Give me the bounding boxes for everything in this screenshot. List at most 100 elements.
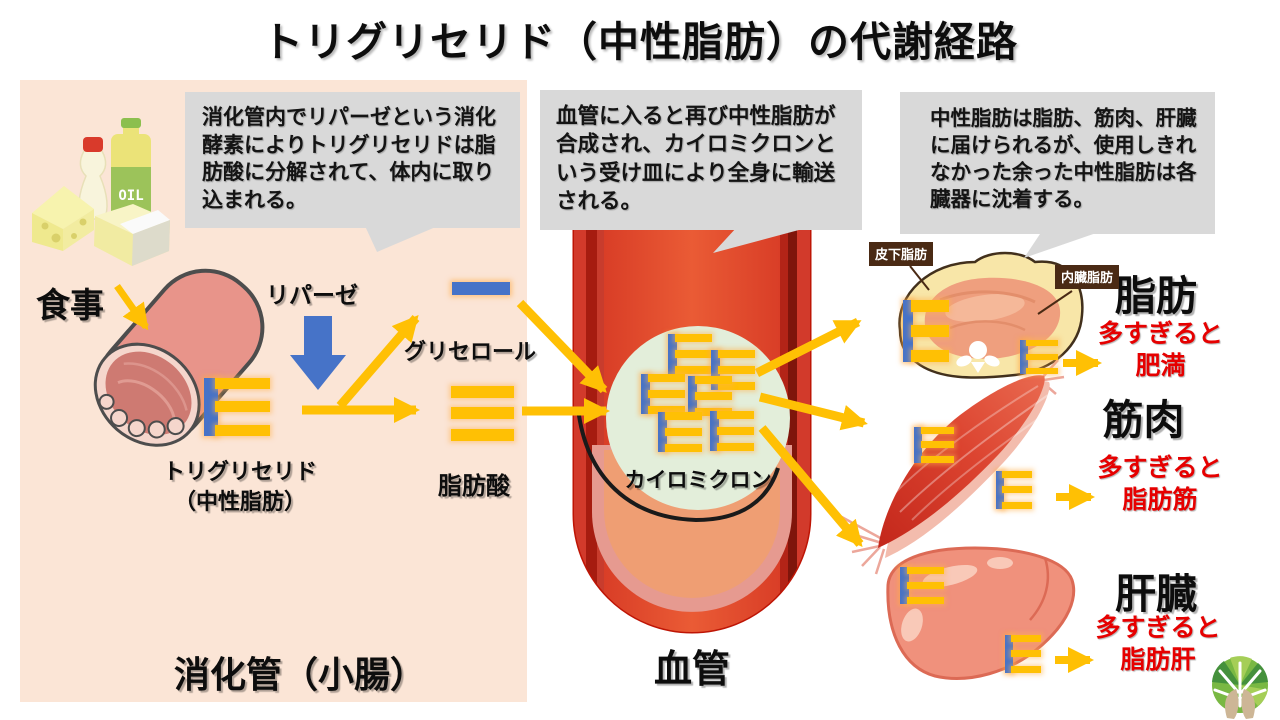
triglyceride-to-glycerol-arrow <box>336 314 420 409</box>
fatty-acid-bar <box>717 411 754 419</box>
glycerol-bar <box>641 374 651 414</box>
intestine-illustration <box>93 268 265 447</box>
fatty-acid-bar <box>648 406 685 414</box>
cheese-icon <box>32 186 94 251</box>
fatty-acid-bar <box>1011 650 1041 658</box>
muscle-excess-text: 多すぎると 脂肪筋 <box>1090 452 1230 516</box>
fatty-acid-bar <box>920 456 954 463</box>
callout-organs-tail <box>1024 231 1102 258</box>
spine-icon <box>956 341 1000 373</box>
triglyceride-label-line2: （中性脂肪） <box>173 489 306 515</box>
triglyceride-icon <box>688 376 732 416</box>
fatty-acid-bar <box>910 324 949 337</box>
butter-icon <box>94 204 170 266</box>
flow-arrows <box>114 283 1102 673</box>
glycerol-bar <box>658 412 668 452</box>
chylomicron-to-muscle-arrow <box>758 392 868 431</box>
fatty-acid-bar <box>1002 471 1032 479</box>
glycerol-bar <box>900 567 910 604</box>
chylomicron-label: カイロミクロン <box>624 468 772 492</box>
glycerol-bar <box>996 471 1004 509</box>
fatty-acid-bar <box>648 374 685 382</box>
triglyceride-icon <box>900 567 944 604</box>
fatty-acid-bar <box>665 428 702 436</box>
glycerol-label: グリセロール <box>404 340 537 365</box>
triglyceride-icon <box>668 334 712 374</box>
fat-excess-text: 多すぎると 肥満 <box>1093 318 1228 382</box>
callout-vessel: 血管に入ると再び中性脂肪が合成され、カイロミクロンという受け皿により全身に輸送さ… <box>540 90 862 230</box>
fatty-acid-bar <box>1026 367 1058 374</box>
fatty-acid-bar <box>1011 665 1041 673</box>
glycerol-to-vessel-arrow <box>516 299 608 394</box>
fatty-acid-bar <box>451 386 514 398</box>
chylomicron-to-fat-arrow <box>754 317 862 378</box>
fatty-acid-bar <box>1026 340 1058 347</box>
chylomicron-to-liver-arrow <box>758 425 864 548</box>
mayonnaise-bottle-icon <box>78 137 108 220</box>
triglyceride-icon <box>204 378 270 436</box>
fatty-acid-bar <box>920 441 954 449</box>
callout-digestion-tail <box>365 226 438 252</box>
triglyceride-label-line1: トリグリセリド <box>162 460 317 485</box>
fatty-acid-bar <box>451 407 514 419</box>
fatty-acid-icon <box>451 386 514 441</box>
fatty-acid-bar <box>920 427 954 434</box>
triglyceride-icon <box>914 427 954 463</box>
glycerol-bar <box>903 300 913 362</box>
fatty-acid-bar <box>695 376 732 384</box>
triglyceride-icon <box>903 300 949 362</box>
fatty-acid-bar <box>215 378 270 390</box>
fat-excess-line2: 肥満 <box>1135 351 1186 380</box>
glycerol-bar <box>914 427 923 463</box>
visceral-fat-badge: 内臓脂肪 <box>1055 265 1120 289</box>
page-title: トリグリセリド（中性脂肪）の代謝経路 <box>262 18 1018 66</box>
fatty-acid-bar <box>910 300 949 312</box>
tree-logo-icon <box>1212 656 1268 719</box>
saucer-arc <box>576 407 780 523</box>
meal-label: 食事 <box>36 286 104 326</box>
meal-arrow <box>114 283 149 331</box>
glycerol-bar <box>688 376 698 416</box>
fatty-acid-bar <box>910 350 949 362</box>
fatty-acid-bar <box>695 392 732 400</box>
fatty-acid-bar <box>718 366 755 374</box>
fatty-acid-bar <box>717 427 754 435</box>
fatty-acid-bar <box>675 334 712 342</box>
fatty-acid-bar <box>718 382 755 390</box>
glycerol-bar <box>204 378 218 436</box>
fatty-acid-label: 脂肪酸 <box>438 472 510 500</box>
fatty-acid-bar <box>1002 486 1032 494</box>
fatty-acid-bar <box>665 412 702 420</box>
fatty-acid-bar <box>1002 501 1032 509</box>
muscle-excess-line1: 多すぎると <box>1097 453 1223 482</box>
blood-vessel-label: 血管 <box>653 647 730 691</box>
glycerol-bar <box>710 411 720 451</box>
liver-illustration <box>886 546 1076 680</box>
oil-label: OIL <box>118 188 143 204</box>
glycerol-bar <box>1005 635 1013 673</box>
glycerol-bar <box>1020 340 1028 374</box>
callout-digestion: 消化管内でリパーゼという消化酵素によりトリグリセリドは脂肪酸に分解されて、体内に… <box>185 92 520 228</box>
fatty-acid-bar <box>717 443 754 451</box>
fatty-acid-bar <box>1011 635 1041 643</box>
fatty-acid-bar <box>215 424 270 436</box>
lipase-down-arrow-icon <box>290 316 346 390</box>
food-illustration: OIL <box>32 118 170 266</box>
glycerol-bar <box>668 334 678 374</box>
fatty-acid-bar <box>907 567 944 575</box>
fat-organ-label: 脂肪 <box>1115 272 1197 320</box>
liver-excess-line1: 多すぎると <box>1095 613 1221 642</box>
callout-organs: 中性脂肪は脂肪、筋肉、肝臓に届けられるが、使用しきれなかった余った中性脂肪は各臓… <box>900 92 1215 234</box>
visceral-leader-line <box>1037 290 1073 315</box>
triglyceride-label: トリグリセリド （中性脂肪） <box>140 458 340 517</box>
fatty-acid-bar <box>451 429 514 441</box>
fatty-acid-bar <box>665 444 702 452</box>
triglyceride-icon <box>641 374 685 414</box>
muscle-organ-label: 筋肉 <box>1102 396 1185 444</box>
fatty-acid-bar <box>675 366 712 374</box>
muscle-illustration <box>837 359 1065 575</box>
triglyceride-icon <box>710 411 754 451</box>
fatty-acid-bar <box>648 390 685 398</box>
subcutaneous-fat-badge: 皮下脂肪 <box>869 242 934 266</box>
